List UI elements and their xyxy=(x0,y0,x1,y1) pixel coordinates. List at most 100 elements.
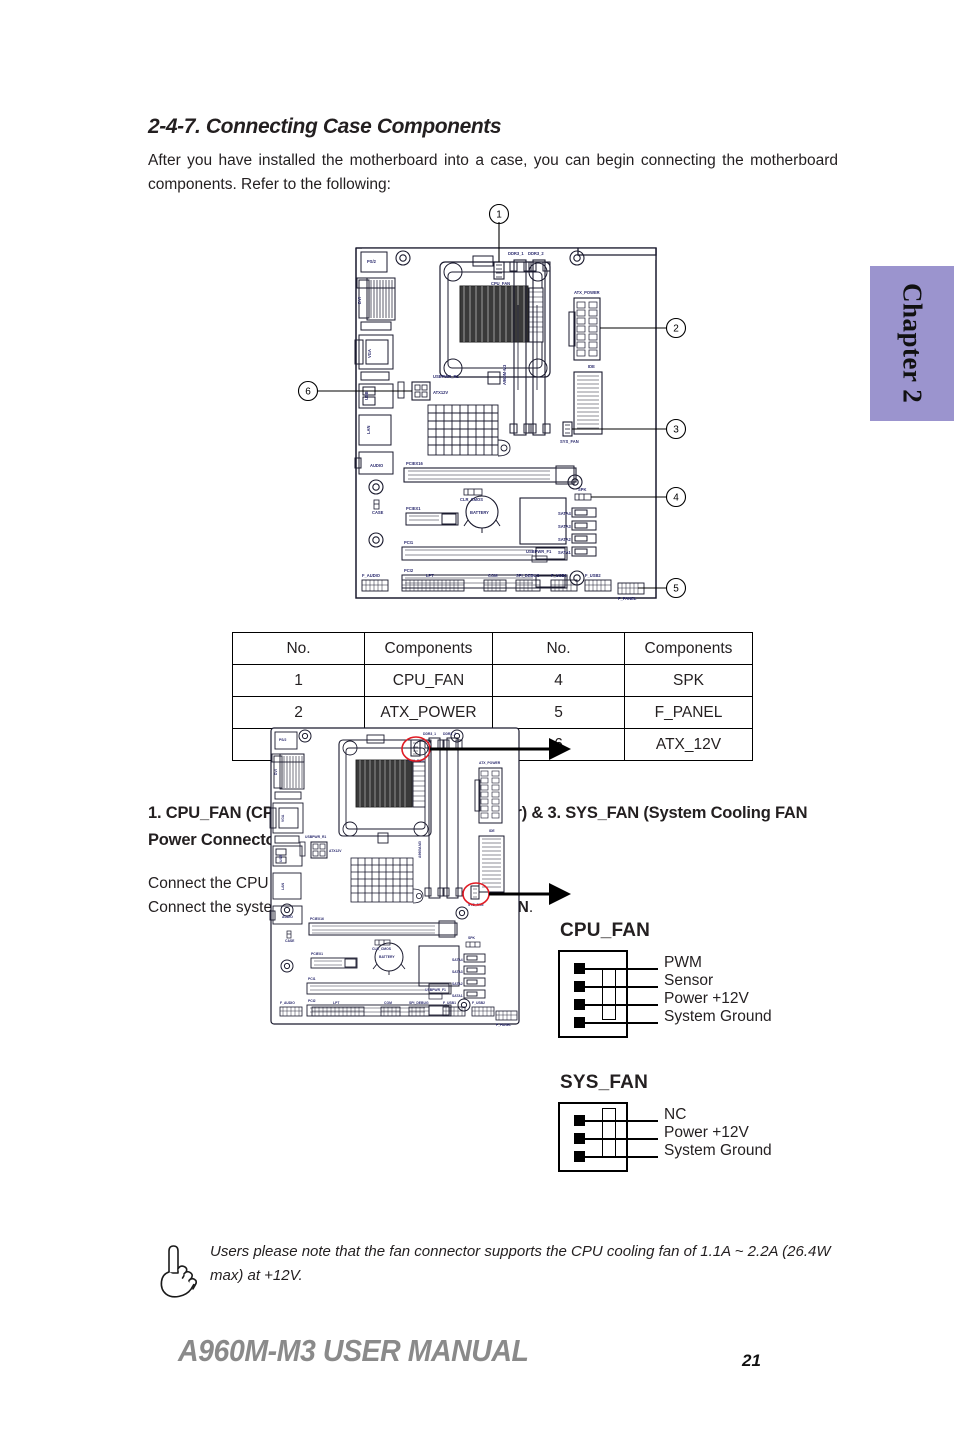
cpu-fan-pin-label: Power +12V xyxy=(664,990,749,1007)
svg-text:COM: COM xyxy=(488,573,498,578)
cpu-fan-connector-body xyxy=(558,950,658,1038)
cpu-fan-keying-box xyxy=(602,968,616,1020)
pin-row xyxy=(560,995,658,1013)
page-content: 2-4-7. Connecting Case Components After … xyxy=(148,0,838,1430)
svg-text:SATA4: SATA4 xyxy=(558,511,572,516)
pin-square xyxy=(574,1017,585,1028)
cpu-fan-arrow xyxy=(430,738,571,760)
svg-text:USBPWR_F1: USBPWR_F1 xyxy=(425,988,446,992)
svg-text:PS/2: PS/2 xyxy=(367,259,377,264)
svg-text:SATA1: SATA1 xyxy=(452,994,463,998)
svg-text:COM: COM xyxy=(384,1001,392,1005)
svg-text:VGA: VGA xyxy=(281,814,285,822)
note-text: Users please note that the fan connector… xyxy=(210,1243,831,1284)
sys-fan-pinout-title: SYS_FAN xyxy=(560,1072,648,1093)
svg-text:F_AUDIO: F_AUDIO xyxy=(280,1001,295,1005)
svg-text:LAN: LAN xyxy=(281,882,285,890)
svg-text:PCIEX16: PCIEX16 xyxy=(310,917,324,921)
svg-text:CLR_CMOS: CLR_CMOS xyxy=(460,497,483,502)
pin-lead xyxy=(585,1120,658,1122)
sys-fan-pinout: SYS_FAN NC Power +12V System Ground xyxy=(558,1072,828,1172)
cell-comp: CPU_FAN xyxy=(364,664,493,697)
sys-fan-pin-labels: NC Power +12V System Ground xyxy=(664,1106,772,1160)
pin-row xyxy=(560,1129,658,1147)
svg-text:PCIEX16: PCIEX16 xyxy=(406,461,424,466)
svg-text:PCI1: PCI1 xyxy=(404,540,414,545)
svg-text:SATA3: SATA3 xyxy=(452,970,463,974)
callout-4: 4 xyxy=(673,493,679,504)
connect-line-2-post: . xyxy=(528,899,534,916)
cell-no: 4 xyxy=(492,664,625,697)
pin-row xyxy=(560,959,658,977)
footer-page-number: 21 xyxy=(742,1351,761,1370)
fan-header-location-diagram: PS/2 DVI VGA USB LAN AUDIO CPU_FAN DDR3_… xyxy=(253,718,853,1038)
svg-text:SATA1: SATA1 xyxy=(558,550,572,555)
svg-text:AUDIO: AUDIO xyxy=(282,915,293,919)
svg-text:SPK: SPK xyxy=(468,936,476,940)
svg-text:DVI: DVI xyxy=(357,297,362,304)
svg-text:SATA2: SATA2 xyxy=(452,982,463,986)
callout-6: 6 xyxy=(305,387,311,398)
svg-text:LPT: LPT xyxy=(333,1001,340,1005)
svg-text:F_USB2: F_USB2 xyxy=(472,1001,485,1005)
pin-square xyxy=(574,1115,585,1126)
svg-text:SYS_FAN: SYS_FAN xyxy=(560,439,579,444)
page-title: 2-4-7. Connecting Case Components xyxy=(148,115,502,138)
cell-comp: ATX_POWER xyxy=(364,696,493,729)
pin-row xyxy=(560,1111,658,1129)
sys-fan-connector-body xyxy=(558,1102,658,1172)
svg-text:AUDIO: AUDIO xyxy=(370,463,384,468)
svg-text:F_USB1: F_USB1 xyxy=(443,1001,456,1005)
svg-text:IDE: IDE xyxy=(489,829,495,833)
fan-pinout-legends: CPU_FAN PWM Sensor Power +12V System Gro… xyxy=(558,920,828,1172)
svg-text:PCI1: PCI1 xyxy=(308,977,316,981)
svg-text:ATX12V: ATX12V xyxy=(329,849,342,853)
pin-square xyxy=(574,1151,585,1162)
pin-lead xyxy=(585,1156,658,1158)
svg-text:CLR_CMOS: CLR_CMOS xyxy=(372,947,392,951)
svg-text:BATTERY: BATTERY xyxy=(470,510,489,515)
pin-row xyxy=(560,977,658,995)
section-intro-text: After you have installed the motherboard… xyxy=(148,152,838,193)
svg-text:F_PANEL: F_PANEL xyxy=(618,596,637,601)
pin-lead xyxy=(585,986,658,988)
svg-text:VGA: VGA xyxy=(367,349,372,358)
table-header-no-1: No. xyxy=(232,632,365,665)
svg-text:SATA4: SATA4 xyxy=(452,958,463,962)
svg-text:IDE: IDE xyxy=(588,364,595,369)
svg-text:DDR3_2: DDR3_2 xyxy=(443,732,456,736)
pin-lead xyxy=(585,1138,658,1140)
svg-text:CASE: CASE xyxy=(372,510,384,515)
svg-text:PCI2: PCI2 xyxy=(404,568,414,573)
pointing-hand-icon xyxy=(156,1243,202,1299)
cpu-fan-pin-label: System Ground xyxy=(664,1008,772,1025)
svg-text:USB: USB xyxy=(279,854,283,862)
sys-fan-arrow xyxy=(489,883,571,905)
svg-text:ATX_POWER: ATX_POWER xyxy=(479,761,501,765)
svg-text:BATTERY: BATTERY xyxy=(379,955,395,959)
callout-3: 3 xyxy=(673,425,679,436)
cell-no: 1 xyxy=(232,664,365,697)
svg-text:PCI2: PCI2 xyxy=(308,999,316,1003)
table-header-comp-2: Components xyxy=(624,632,753,665)
chapter-tab-label: Chapter 2 xyxy=(897,283,928,404)
sys-fan-pin-label: System Ground xyxy=(664,1142,772,1159)
table-header-no-2: No. xyxy=(492,632,625,665)
cell-comp: ATX_12V xyxy=(624,728,753,761)
svg-text:USB: USB xyxy=(364,391,369,400)
table-header-comp-1: Components xyxy=(364,632,493,665)
callout-1: 1 xyxy=(496,210,502,221)
svg-text:PS/2: PS/2 xyxy=(279,738,286,742)
footer-manual-title: A960M-M3 USER MANUAL xyxy=(178,1333,529,1368)
table-row: 1 CPU_FAN 4 SPK xyxy=(232,664,753,697)
svg-text:A960M-M3: A960M-M3 xyxy=(502,364,507,385)
sys-fan-pin-label: Power +12V xyxy=(664,1124,749,1141)
callout-5: 5 xyxy=(673,584,679,595)
motherboard-overview-svg: PS/2 DVI VGA USB LAN AUDIO CPU_FAN DDR3_… xyxy=(297,203,687,601)
cell-comp: SPK xyxy=(624,664,753,697)
svg-text:ATX_POWER: ATX_POWER xyxy=(574,290,600,295)
pin-square xyxy=(574,1133,585,1144)
note-block: Users please note that the fan connector… xyxy=(148,1240,848,1298)
callout-2: 2 xyxy=(673,324,679,335)
svg-text:PCIEX1: PCIEX1 xyxy=(311,952,323,956)
